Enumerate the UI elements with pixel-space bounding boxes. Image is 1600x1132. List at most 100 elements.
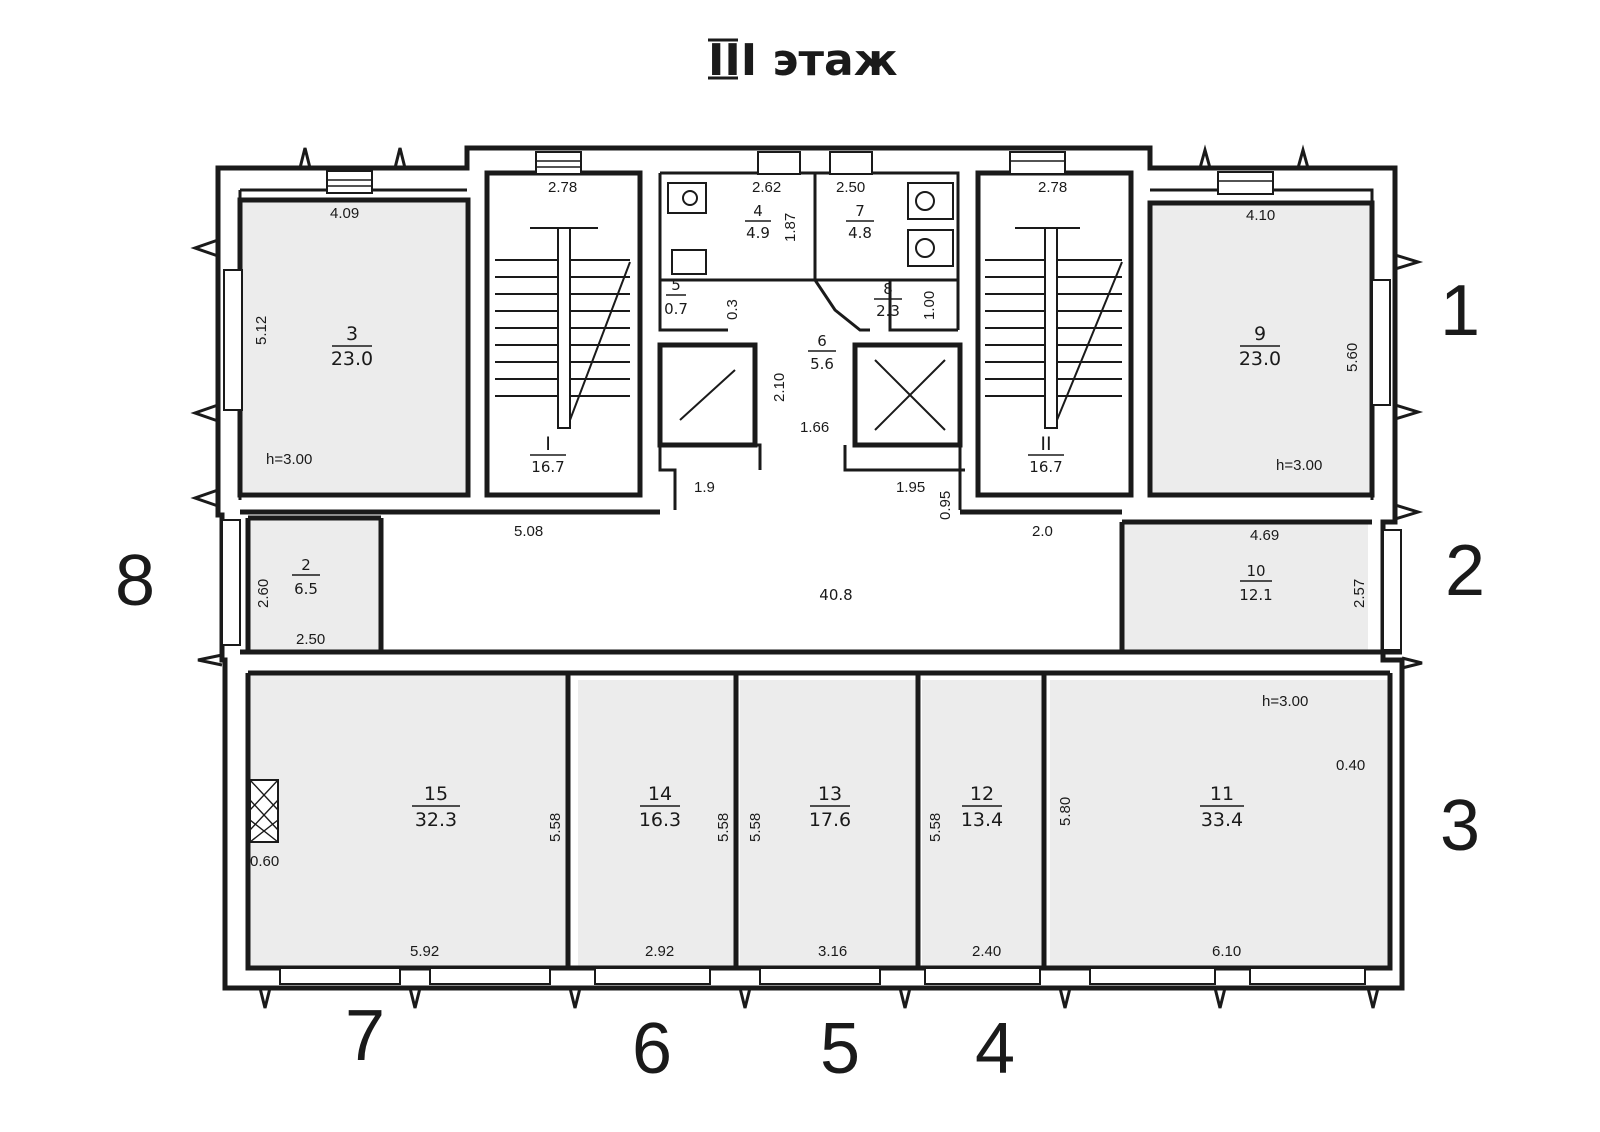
- room-15-area: 32.3: [415, 809, 457, 831]
- corridor-width: 5.08: [514, 523, 543, 540]
- stair-II-treads: [985, 227, 1123, 429]
- room-15-width: 5.92: [410, 943, 439, 960]
- corridor-area: 40.8: [819, 586, 852, 604]
- room-12-area: 13.4: [961, 809, 1003, 831]
- room-6-width: 1.66: [800, 419, 829, 436]
- room-11-fill: [1050, 680, 1390, 968]
- room-9-area: 23.0: [1239, 348, 1281, 370]
- room-9-fill: [1150, 203, 1370, 495]
- dim-0-3: 0.3: [724, 299, 741, 320]
- stair-II-id: II: [1040, 433, 1051, 455]
- room-2-area: 6.5: [294, 580, 318, 598]
- stair-I-id: I: [545, 433, 551, 455]
- room-4-id: 4: [753, 202, 763, 220]
- fireplace-icon: [249, 779, 279, 843]
- room-13-width: 3.16: [818, 943, 847, 960]
- wall-brackets: [190, 144, 1424, 1009]
- room-3-area: 23.0: [331, 348, 373, 370]
- room-14-fill: [578, 680, 736, 968]
- room-2-width: 2.50: [296, 631, 325, 648]
- room-2-id: 2: [301, 556, 311, 574]
- room-15-id: 15: [424, 783, 448, 805]
- elevator-left: [657, 342, 758, 448]
- room-12-depth: 5.58: [927, 813, 944, 842]
- room-10-width: 4.69: [1250, 527, 1279, 544]
- room-7-width: 2.50: [836, 179, 865, 196]
- dim-0-60: 0.60: [250, 853, 279, 870]
- room-6-depth: 2.10: [771, 373, 788, 402]
- floor-title: III этаж: [708, 35, 898, 86]
- lobby-walls: [658, 443, 965, 510]
- side-label-1: 1: [1440, 271, 1480, 351]
- room-4-width: 2.62: [752, 179, 781, 196]
- room-6-area: 5.6: [810, 355, 834, 373]
- room-3-height: h=3.00: [266, 451, 312, 468]
- windows: [221, 151, 1402, 985]
- room-4-depth: 1.87: [782, 213, 799, 242]
- room-5-id: 5: [671, 276, 681, 294]
- stair-II-area: 16.7: [1029, 458, 1062, 476]
- room-3-width: 4.09: [330, 205, 359, 222]
- room-8-area: 2.3: [876, 302, 900, 320]
- room-11-area: 33.4: [1201, 809, 1243, 831]
- dim-0-95: 0.95: [937, 491, 954, 520]
- dim-1-9: 1.9: [694, 479, 715, 496]
- room-10-fill: [1122, 522, 1368, 652]
- room-13-fill: [740, 680, 918, 968]
- room-15-fill: [248, 673, 568, 968]
- room-14-depth: 5.58: [715, 813, 732, 842]
- room-9-depth: 5.60: [1344, 343, 1361, 372]
- room-3-id: 3: [346, 323, 358, 345]
- stair-II-width: 2.78: [1038, 179, 1067, 196]
- dim-0-40: 0.40: [1336, 757, 1365, 774]
- room-2-fill: [248, 520, 381, 652]
- room-3-depth: 5.12: [253, 316, 270, 345]
- side-label-7: 7: [345, 996, 385, 1076]
- service-block-walls: [658, 171, 960, 332]
- room-8-depth: 1.00: [921, 291, 938, 320]
- room-12-width: 2.40: [972, 943, 1001, 960]
- room-10-depth: 2.57: [1351, 579, 1368, 608]
- middle-corridor-walls: [240, 509, 1402, 655]
- room-8-id: 8: [883, 280, 893, 298]
- room-4-area: 4.9: [746, 224, 770, 242]
- room-14-width: 2.92: [645, 943, 674, 960]
- room-9-id: 9: [1254, 323, 1266, 345]
- side-label-2: 2: [1445, 531, 1485, 611]
- side-label-4: 4: [975, 1009, 1015, 1089]
- room-11-id: 11: [1210, 783, 1234, 805]
- room-7-area: 4.8: [848, 224, 872, 242]
- room-12-fill: [922, 680, 1044, 968]
- room-11-depth: 5.80: [1057, 797, 1074, 826]
- room-15-depth: 5.58: [547, 813, 564, 842]
- stair-I-area: 16.7: [531, 458, 564, 476]
- room-12-id: 12: [970, 783, 994, 805]
- room-13-area: 17.6: [809, 809, 851, 831]
- room-11-width: 6.10: [1212, 943, 1241, 960]
- dim-2-0: 2.0: [1032, 523, 1053, 540]
- room-14-area: 16.3: [639, 809, 681, 831]
- room-2-depth: 2.60: [255, 579, 272, 608]
- room-5-area: 0.7: [664, 300, 688, 318]
- fireplace-hatch: [249, 779, 279, 843]
- stair-I-width: 2.78: [548, 179, 577, 196]
- room-10-area: 12.1: [1239, 586, 1272, 604]
- side-label-6: 6: [632, 1009, 672, 1089]
- sink-room-5-icon: [671, 249, 707, 275]
- room-9-width: 4.10: [1246, 207, 1275, 224]
- elevator-left-diagonal: [679, 369, 736, 421]
- room-14-id: 14: [648, 783, 672, 805]
- room-10-id: 10: [1246, 562, 1265, 580]
- stair-I-treads: [495, 227, 631, 429]
- room-13-id: 13: [818, 783, 842, 805]
- south-height: h=3.00: [1262, 693, 1308, 710]
- side-label-3: 3: [1440, 786, 1480, 866]
- side-label-8: 8: [115, 541, 155, 621]
- dim-1-95: 1.95: [896, 479, 925, 496]
- room-9-height: h=3.00: [1276, 457, 1322, 474]
- room-13-depth: 5.58: [747, 813, 764, 842]
- elevator-right: [852, 342, 963, 448]
- elevator-right-x2: [874, 359, 946, 431]
- side-label-5: 5: [820, 1009, 860, 1089]
